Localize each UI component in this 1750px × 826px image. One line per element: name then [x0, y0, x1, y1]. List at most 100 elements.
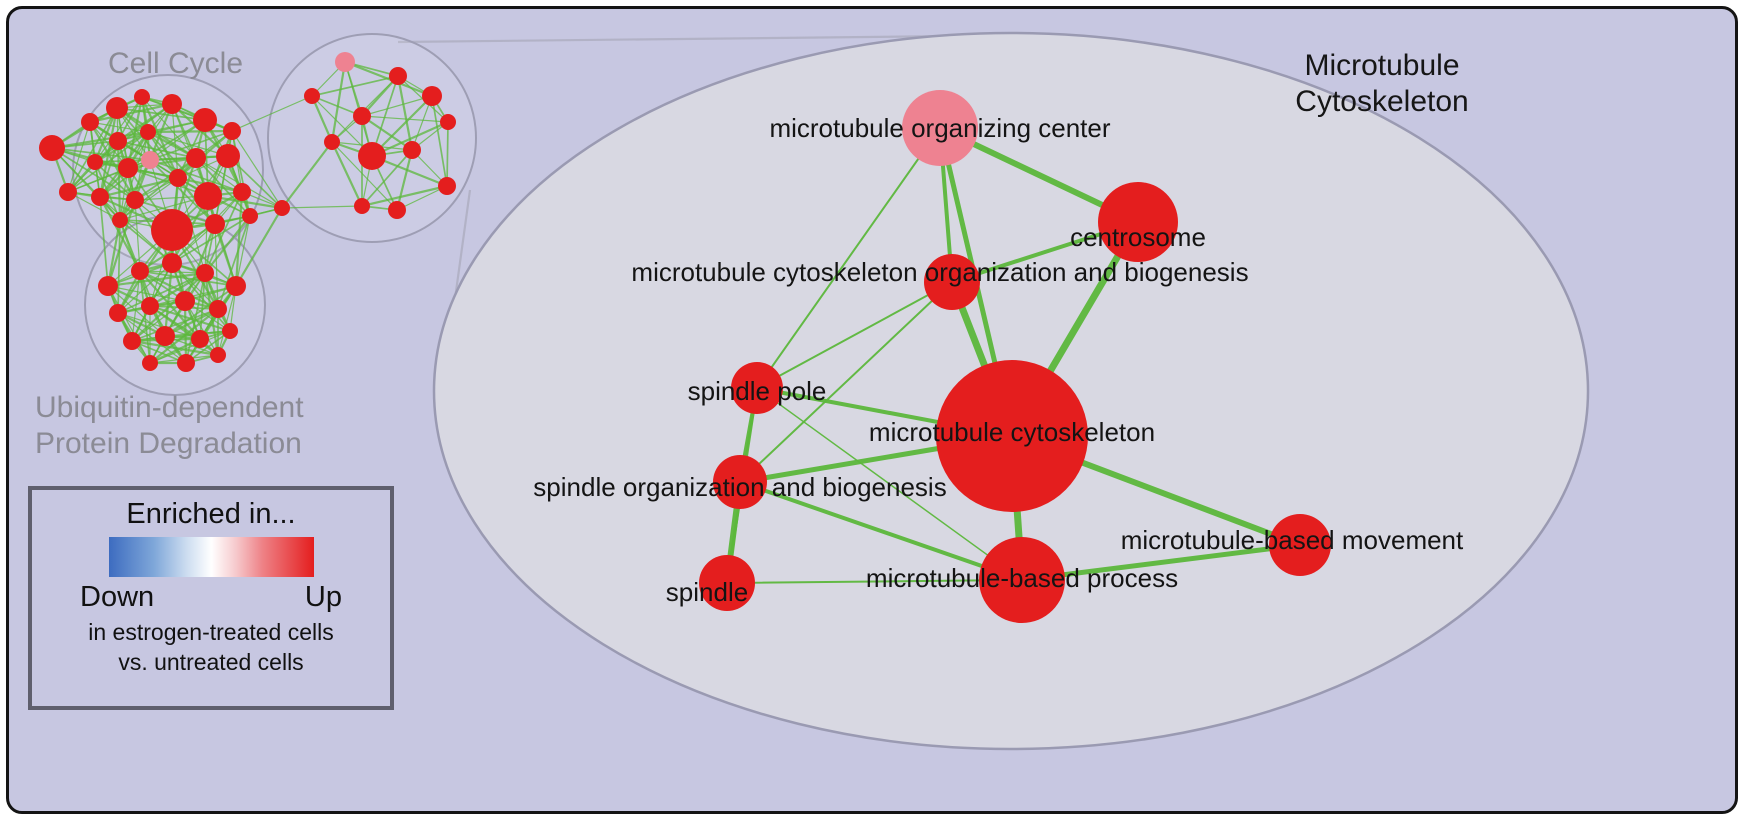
overview-node: [106, 97, 128, 119]
legend-down-label: Down: [80, 581, 155, 613]
overview-node: [186, 148, 206, 168]
overview-node: [388, 201, 406, 219]
legend-subtitle-line1: in estrogen-treated cells: [88, 619, 334, 645]
overview-edge: [117, 262, 173, 314]
overview-edge: [131, 270, 141, 342]
overview-edge: [361, 115, 413, 151]
legend-subtitle: in estrogen-treated cells vs. untreated …: [88, 618, 333, 678]
microtubule-label-line2: Cytoskeleton: [1295, 85, 1469, 118]
overview-node: [358, 142, 386, 170]
overview-node: [134, 89, 150, 105]
overview-node: [233, 183, 251, 201]
overview-node: [242, 208, 258, 224]
overview-edge: [281, 205, 363, 209]
microtubule-label-line1: Microtubule: [1304, 49, 1460, 82]
overview-node: [151, 209, 193, 251]
overview-node: [98, 276, 118, 296]
node-label-centrosome: centrosome: [1070, 222, 1206, 252]
overview-node: [216, 144, 240, 168]
overview-edge: [214, 223, 219, 310]
ubiquitin-label-line2: Protein Degradation: [35, 427, 302, 460]
overview-edge: [149, 305, 219, 356]
overview-edge: [234, 191, 244, 287]
edge-spindle-mbp: [726, 579, 1023, 584]
overview-edge: [171, 215, 251, 264]
cluster-circle-microtubule-cytoskeleton: [267, 33, 477, 243]
overview-edge: [147, 131, 229, 157]
overview-edge: [94, 96, 143, 163]
overview-node: [131, 262, 149, 280]
legend-up-label: Up: [304, 581, 342, 613]
overview-node: [335, 52, 355, 72]
overview-edge: [310, 95, 334, 143]
overview-node: [191, 330, 209, 348]
overview-edge: [134, 157, 197, 201]
overview-node: [274, 200, 290, 216]
overview-edge: [67, 121, 91, 193]
node-mtc: [936, 360, 1088, 512]
overview-edge: [149, 338, 201, 364]
overview-edge: [149, 272, 206, 307]
node-label-mco: microtubule cytoskeleton organization an…: [631, 257, 1248, 287]
overview-node: [175, 291, 195, 311]
overview-node: [353, 107, 371, 125]
overview-edge: [106, 219, 122, 287]
overview-node: [39, 135, 65, 161]
overview-edge: [117, 272, 206, 314]
overview-edge: [107, 285, 166, 337]
overview-node: [142, 355, 158, 371]
overview-edge: [396, 75, 414, 151]
overview-node: [210, 347, 226, 363]
overview-node: [123, 332, 141, 350]
microtubule-cytoskeleton-label: Microtubule Cytoskeleton: [1282, 48, 1482, 120]
overview-node: [126, 191, 144, 209]
overview-edge: [231, 95, 313, 132]
node-label-spindle_pole: spindle pole: [688, 376, 827, 406]
overview-node: [109, 132, 127, 150]
overview-node: [223, 122, 241, 140]
overview-node: [354, 198, 370, 214]
overview-edge: [361, 95, 433, 117]
node-centrosome: [1098, 182, 1178, 262]
overview-edge: [217, 215, 251, 310]
overview-edge: [431, 95, 448, 187]
overview-edge: [99, 196, 109, 287]
overview-node: [112, 212, 128, 228]
overview-edge: [396, 185, 448, 211]
overview-edge: [127, 167, 209, 197]
node-spindle_pole: [731, 362, 783, 414]
overview-edge: [116, 107, 206, 121]
overview-edge: [330, 61, 347, 143]
overview-node: [440, 114, 456, 130]
overview-edge: [119, 177, 179, 221]
overview-edge: [235, 215, 251, 287]
overview-node: [194, 182, 222, 210]
overview-edge: [149, 330, 231, 364]
overview-node: [304, 88, 320, 104]
ubiquitin-label-line1: Ubiquitin-dependent: [35, 391, 304, 424]
overview-edge: [147, 129, 233, 134]
overview-node: [324, 134, 340, 150]
cell-cycle-label: Cell Cycle: [108, 47, 244, 80]
node-label-moc: microtubule organizing center: [769, 113, 1110, 143]
edge-spindle_pole-mbp: [756, 387, 1023, 581]
overview-node: [422, 86, 442, 106]
overview-edge: [371, 75, 399, 157]
overview-node: [155, 326, 175, 346]
overview-edge: [106, 199, 137, 287]
node-spindle_org: [713, 455, 767, 509]
overview-edge: [131, 300, 186, 342]
overview-edge: [331, 141, 363, 207]
node-label-mbp: microtubule-based process: [866, 563, 1178, 593]
overview-edge: [235, 207, 283, 287]
overview-node: [209, 300, 227, 318]
overview-node: [169, 169, 187, 187]
overview-node: [91, 188, 109, 206]
overview-edge: [395, 149, 414, 211]
legend-box: Enriched in... Down Up in estrogen-treat…: [28, 486, 394, 710]
zoom-connector-line: [397, 34, 961, 44]
overview-node: [403, 141, 421, 159]
overview-node: [205, 214, 225, 234]
overview-edge: [227, 155, 283, 209]
